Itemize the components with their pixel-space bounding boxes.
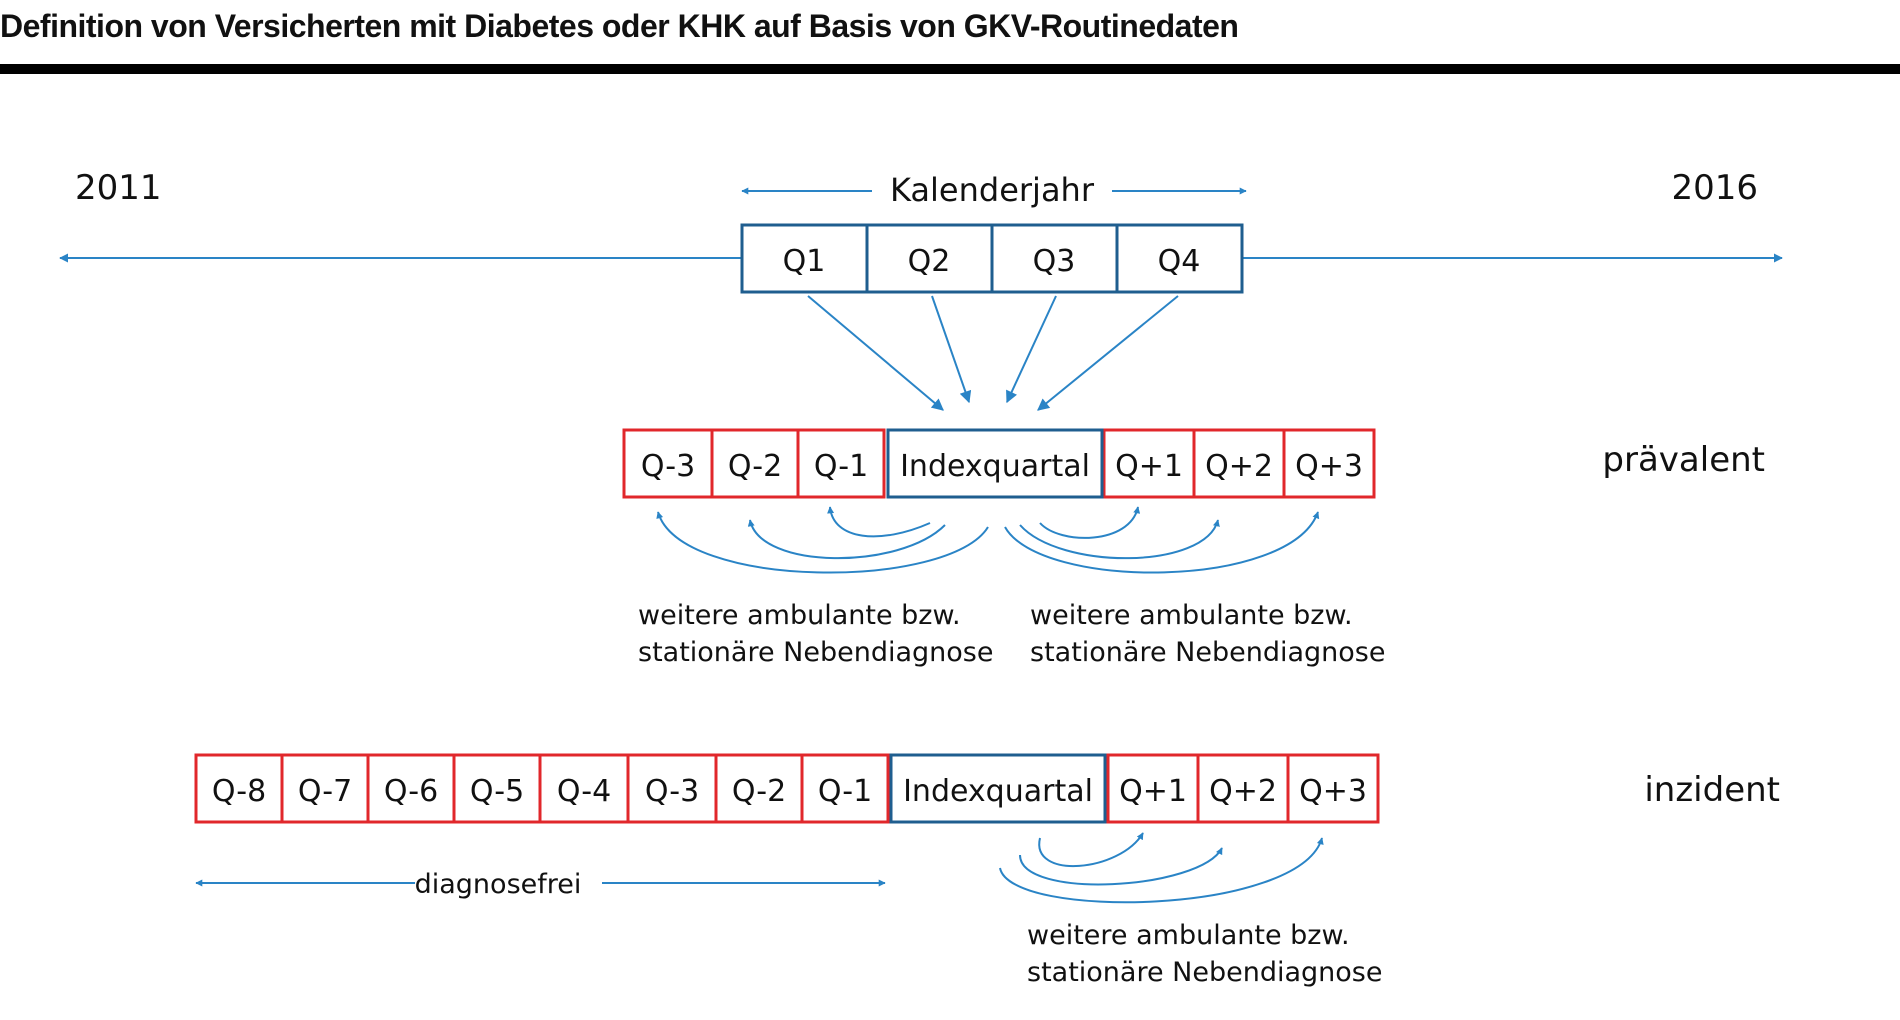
incident-row: Q-8 Q-7 Q-6 Q-5 Q-4 Q-3 Q-2 Q-1 Q+1 Q+2 …: [194, 753, 1380, 824]
quarter-label: Q-7: [298, 774, 352, 809]
prevalent-row: Q-3 Q-2 Q-1 Q+1 Q+2 Q+3 Indexquartal: [622, 428, 1376, 499]
incident-label: inzident: [1644, 770, 1780, 810]
incident-note-2: stationäre Nebendiagnose: [1027, 957, 1382, 988]
arrow: [1004, 511, 1320, 574]
arrow: [656, 511, 989, 574]
quarter-label: Q+3: [1299, 774, 1367, 809]
prevalent-arrows: [656, 506, 1320, 574]
index-quarter-box: [889, 753, 1107, 824]
quarter-label: Q+2: [1209, 774, 1277, 809]
quarter-label: Q-1: [814, 449, 868, 484]
arrow: [827, 506, 931, 538]
quarter-box: [740, 223, 869, 294]
start-year: 2011: [75, 168, 162, 208]
arrow: [931, 295, 972, 404]
prevalent-label: prävalent: [1602, 440, 1765, 480]
prevalent-note-right-2: stationäre Nebendiagnose: [1030, 637, 1385, 668]
quarter-to-index-arrows: [807, 295, 1179, 411]
page-title: Definition von Versicherten mit Diabetes…: [0, 8, 1239, 44]
index-quarter-label: Indexquartal: [903, 774, 1093, 809]
quarter-box: [990, 223, 1119, 294]
quarter-label: Q1: [783, 244, 826, 279]
arrow: [807, 295, 944, 411]
quarter-box: [1282, 428, 1376, 499]
incident-note-1: weitere ambulante bzw.: [1027, 920, 1350, 951]
arrow: [1019, 519, 1220, 560]
arrow: [747, 519, 946, 560]
quarter-label: Q2: [908, 244, 951, 279]
quarter-box: [194, 753, 284, 824]
quarter-box: [622, 428, 714, 499]
arrow: [1006, 295, 1057, 404]
free-label: diagnosefrei: [415, 869, 582, 900]
calendar-quarters: Q1 Q2 Q3 Q4: [740, 223, 1244, 294]
prevalent-note-left-1: weitere ambulante bzw.: [638, 600, 961, 631]
quarter-label: Q-3: [641, 449, 695, 484]
quarter-box: [796, 428, 886, 499]
quarter-box: [452, 753, 542, 824]
incident-arrows: [999, 832, 1324, 904]
quarter-box: [1286, 753, 1380, 824]
quarter-label: Q4: [1158, 244, 1201, 279]
quarter-label: Q+3: [1295, 449, 1363, 484]
arrow: [1039, 506, 1141, 539]
quarter-label: Q-4: [557, 774, 611, 809]
quarter-label: Q-3: [645, 774, 699, 809]
quarter-label: Q-2: [728, 449, 782, 484]
quarter-label: Q-8: [212, 774, 266, 809]
quarter-box: [714, 753, 804, 824]
quarter-label: Q+1: [1119, 774, 1187, 809]
index-quarter-label: Indexquartal: [900, 449, 1090, 484]
calendar-label: Kalenderjahr: [890, 171, 1095, 209]
quarter-box: [865, 223, 994, 294]
quarter-box: [366, 753, 456, 824]
quarter-label: Q3: [1033, 244, 1076, 279]
quarter-label: Q-5: [470, 774, 524, 809]
quarter-label: Q+1: [1115, 449, 1183, 484]
end-year: 2016: [1671, 168, 1758, 208]
title-rule: [0, 64, 1900, 74]
prevalent-note-left-2: stationäre Nebendiagnose: [638, 637, 993, 668]
quarter-box: [1115, 223, 1244, 294]
prevalent-note-right-1: weitere ambulante bzw.: [1030, 600, 1353, 631]
quarter-box: [1192, 428, 1286, 499]
quarter-box: [626, 753, 718, 824]
arrow: [1019, 847, 1223, 886]
quarter-box: [1196, 753, 1290, 824]
quarter-box: [1106, 753, 1200, 824]
quarter-label: Q+2: [1205, 449, 1273, 484]
quarter-box: [280, 753, 370, 824]
quarter-box: [538, 753, 630, 824]
arrow: [1037, 295, 1179, 411]
quarter-label: Q-2: [732, 774, 786, 809]
index-quarter-box: [886, 428, 1104, 499]
quarter-label: Q-1: [818, 774, 872, 809]
quarter-box: [800, 753, 890, 824]
quarter-label: Q-6: [384, 774, 438, 809]
arrow: [999, 837, 1324, 904]
arrow: [1038, 832, 1144, 867]
